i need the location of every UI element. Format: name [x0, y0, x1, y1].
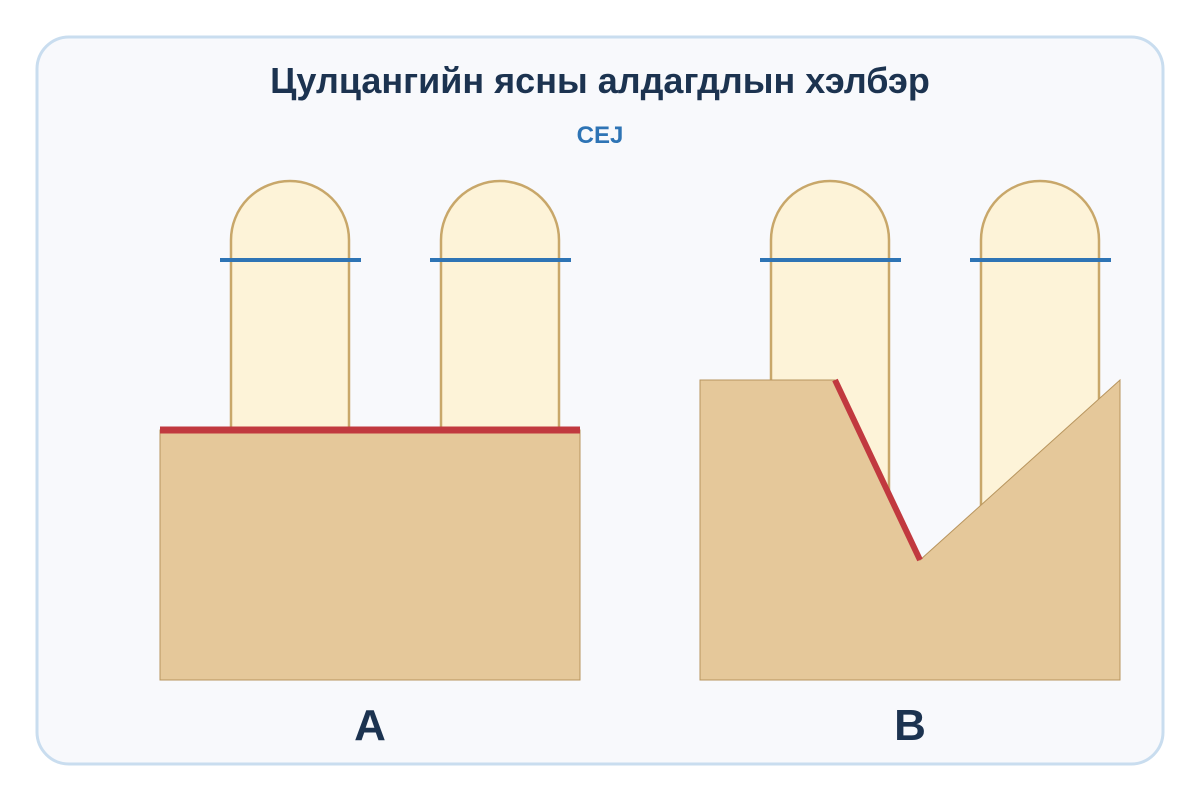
tooth-a2: [439, 179, 561, 442]
panel-label-b: B: [894, 701, 926, 750]
tooth-a1: [229, 179, 351, 442]
panel-a: A: [159, 179, 581, 750]
cej-label: CEJ: [577, 122, 624, 149]
alveolar-bone-a: [159, 429, 581, 681]
panel-b: B: [699, 179, 1121, 750]
diagram-title: Цулцангийн ясны алдагдлын хэлбэр: [270, 60, 930, 101]
panel-label-a: A: [354, 701, 386, 750]
bone-defect-line-b: [832, 378, 923, 562]
